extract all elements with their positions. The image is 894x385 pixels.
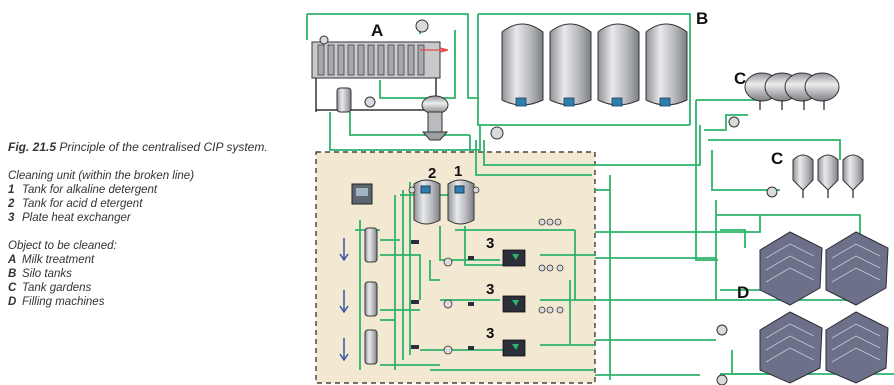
filling-machines (717, 232, 888, 385)
pump (416, 20, 428, 32)
pump (320, 36, 328, 44)
label-d: D (737, 283, 749, 302)
pump (491, 127, 503, 139)
label-b: B (696, 9, 708, 28)
label-tank-2: 2 (428, 165, 436, 182)
label-a: A (371, 21, 383, 40)
pump (365, 97, 375, 107)
label-tank-1: 1 (454, 163, 462, 180)
label-c-upper: C (734, 69, 746, 88)
return-tanks (365, 228, 377, 364)
label-phe-3: 3 (486, 325, 494, 342)
separator (422, 96, 448, 114)
small-tank (337, 88, 351, 112)
label-phe-2: 3 (486, 281, 494, 298)
silo-tanks (491, 24, 687, 139)
label-c-lower: C (771, 149, 783, 168)
label-phe-1: 3 (486, 235, 494, 252)
